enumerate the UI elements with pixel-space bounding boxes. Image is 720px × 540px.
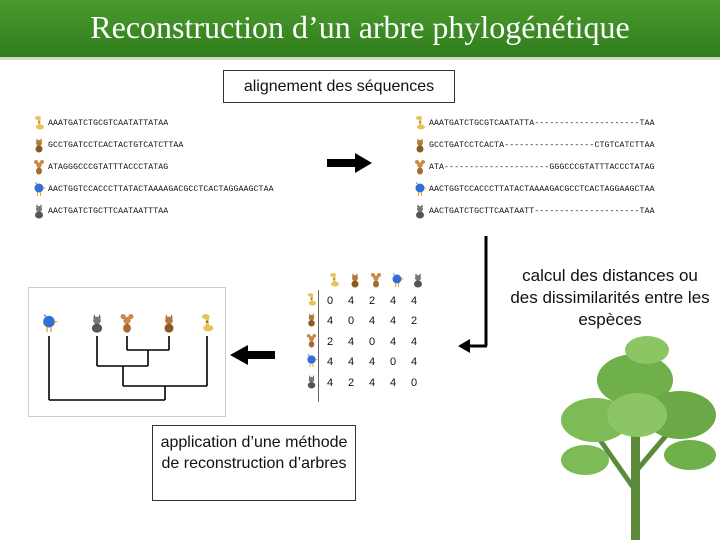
matrix-row: 4 0 4 4 2 — [305, 311, 432, 332]
giraffe-cartoon-icon — [307, 292, 317, 306]
raw-sequence-row: AACTGATCTGCTTCAATAATTTAA — [32, 200, 274, 222]
aligned-sequence-row: GCCTGATCCTCACTA------------------CTGTCAT… — [413, 134, 655, 156]
matrix-cell: 4 — [390, 315, 397, 328]
aligned-sequence-row: ATA---------------------GGGCCCGTATTTACCC… — [413, 156, 655, 178]
alignment-label-box: alignement des séquences — [223, 70, 455, 103]
blue-bird-icon — [43, 314, 58, 332]
gray-raccoon-icon — [91, 314, 103, 333]
raw-sequence-text: ATAGGGCCCGTATTTACCCTATAG — [48, 162, 169, 172]
raw-sequence-list: AAATGATCTGCGTCAATATTATAA GCCTGATCCTCACTAC… — [32, 112, 274, 222]
gray-raccoon-icon — [35, 204, 43, 219]
matrix-cell: 4 — [369, 315, 376, 328]
blue-bird-icon — [392, 273, 404, 288]
method-label-box: application d’une méthode de reconstruct… — [152, 425, 356, 501]
matrix-cell: 2 — [411, 315, 418, 328]
aligned-sequence-row: AACTGGTCCACCCTTATACTAAAAGACGCCTCACTAGGAA… — [413, 178, 655, 200]
cat-cartoon-icon — [416, 138, 424, 153]
jerry-mouse-icon — [34, 160, 44, 175]
aligned-sequence-list: AAATGATCTGCGTCAATATTA-------------------… — [413, 112, 655, 222]
giraffe-cartoon-icon — [330, 273, 339, 287]
matrix-cell: 2 — [348, 376, 355, 389]
raw-sequence-text: AACTGATCTGCTTCAATAATTTAA — [48, 206, 169, 216]
jerry-mouse-icon — [120, 314, 134, 333]
gray-raccoon-icon — [416, 204, 424, 219]
raw-sequence-row: ATAGGGCCCGTATTTACCCTATAG — [32, 156, 274, 178]
alignment-label: alignement des séquences — [243, 78, 435, 95]
right-arrow-icon — [327, 153, 372, 173]
giraffe-cartoon-icon — [35, 116, 44, 130]
aligned-sequence-row: AAATGATCTGCGTCAATATTA-------------------… — [413, 112, 655, 134]
left-arrow-icon — [230, 345, 275, 365]
matrix-cell: 4 — [327, 315, 334, 328]
matrix-cell: 4 — [348, 356, 355, 369]
cat-cartoon-icon — [35, 138, 43, 153]
blue-bird-icon — [34, 182, 46, 196]
cat-cartoon-icon — [351, 273, 359, 288]
down-turn-arrow-icon — [458, 236, 488, 353]
blue-bird-icon — [307, 354, 318, 368]
matrix-row: 0 4 2 4 4 — [305, 291, 432, 312]
distance-matrix: 0 4 2 4 4 4 0 4 4 2 2 4 0 4 4 4 4 4 0 4 4 2 4 4 0 — [305, 270, 432, 393]
matrix-cell: 4 — [348, 335, 355, 348]
giraffe-cartoon-icon — [416, 116, 425, 130]
matrix-cell: 4 — [369, 376, 376, 389]
jerry-mouse-icon — [415, 160, 425, 175]
jerry-mouse-icon — [306, 333, 317, 348]
slide-title: Reconstruction d’un arbre phylogénétique — [90, 9, 630, 45]
gray-raccoon-icon — [414, 273, 422, 288]
matrix-cell: 4 — [369, 356, 376, 369]
raw-sequence-text: AACTGGTCCACCCTTATACTAAAAGACGCCTCACTAGGAA… — [48, 184, 274, 194]
matrix-cell: 4 — [390, 376, 397, 389]
matrix-row: 4 2 4 4 0 — [305, 373, 432, 394]
matrix-cell: 0 — [327, 294, 334, 307]
matrix-cell: 0 — [411, 376, 418, 389]
matrix-cell: 4 — [390, 294, 397, 307]
distance-label: calcul des distances ou des dissimilarit… — [510, 266, 710, 329]
matrix-cell: 0 — [348, 315, 355, 328]
aligned-sequence-text: AACTGATCTGCTTCAATAATT-------------------… — [429, 206, 655, 216]
matrix-cell: 2 — [327, 335, 334, 348]
aligned-sequence-text: GCCTGATCCTCACTA------------------CTGTCAT… — [429, 140, 655, 150]
matrix-row: 4 4 4 0 4 — [305, 352, 432, 373]
aligned-sequence-text: AACTGGTCCACCCTTATACTAAAAGACGCCTCACTAGGAA… — [429, 184, 655, 194]
matrix-row: 2 4 0 4 4 — [305, 332, 432, 353]
matrix-cell: 4 — [390, 335, 397, 348]
matrix-cell: 2 — [369, 294, 376, 307]
matrix-header-row — [305, 270, 432, 291]
aligned-sequence-text: ATA---------------------GGGCCCGTATTTACCC… — [429, 162, 655, 172]
matrix-cell: 4 — [348, 294, 355, 307]
matrix-cell: 4 — [327, 356, 334, 369]
gray-raccoon-icon — [307, 374, 316, 389]
cat-cartoon-icon — [164, 314, 174, 333]
raw-sequence-text: AAATGATCTGCGTCAATATTATAA — [48, 118, 169, 128]
aligned-sequence-row: AACTGATCTGCTTCAATAATT-------------------… — [413, 200, 655, 222]
jerry-mouse-icon — [371, 273, 381, 288]
tree-diagram — [43, 314, 214, 401]
matrix-cell: 4 — [411, 356, 418, 369]
cat-cartoon-icon — [308, 313, 315, 327]
raw-sequence-row: GCCTGATCCTCACTACTGTCATCTTAA — [32, 134, 274, 156]
matrix-cell: 4 — [411, 335, 418, 348]
phylogenetic-tree-panel — [28, 287, 226, 417]
matrix-cell: 0 — [390, 356, 397, 369]
matrix-cell: 4 — [327, 376, 334, 389]
raw-sequence-row: AAATGATCTGCGTCAATATTATAA — [32, 112, 274, 134]
raw-sequence-row: AACTGGTCCACCCTTATACTAAAAGACGCCTCACTAGGAA… — [32, 178, 274, 200]
plant-tree-icon — [561, 336, 716, 540]
giraffe-cartoon-icon — [201, 314, 214, 332]
raw-sequence-text: GCCTGATCCTCACTACTGTCATCTTAA — [48, 140, 184, 150]
method-label: application d’une méthode de reconstruct… — [160, 434, 348, 472]
matrix-cell: 4 — [411, 294, 418, 307]
matrix-divider — [318, 290, 319, 402]
blue-bird-icon — [415, 182, 427, 196]
matrix-cell: 0 — [369, 335, 376, 348]
aligned-sequence-text: AAATGATCTGCGTCAATATTA-------------------… — [429, 118, 655, 128]
title-bar: Reconstruction d’un arbre phylogénétique — [0, 0, 720, 60]
